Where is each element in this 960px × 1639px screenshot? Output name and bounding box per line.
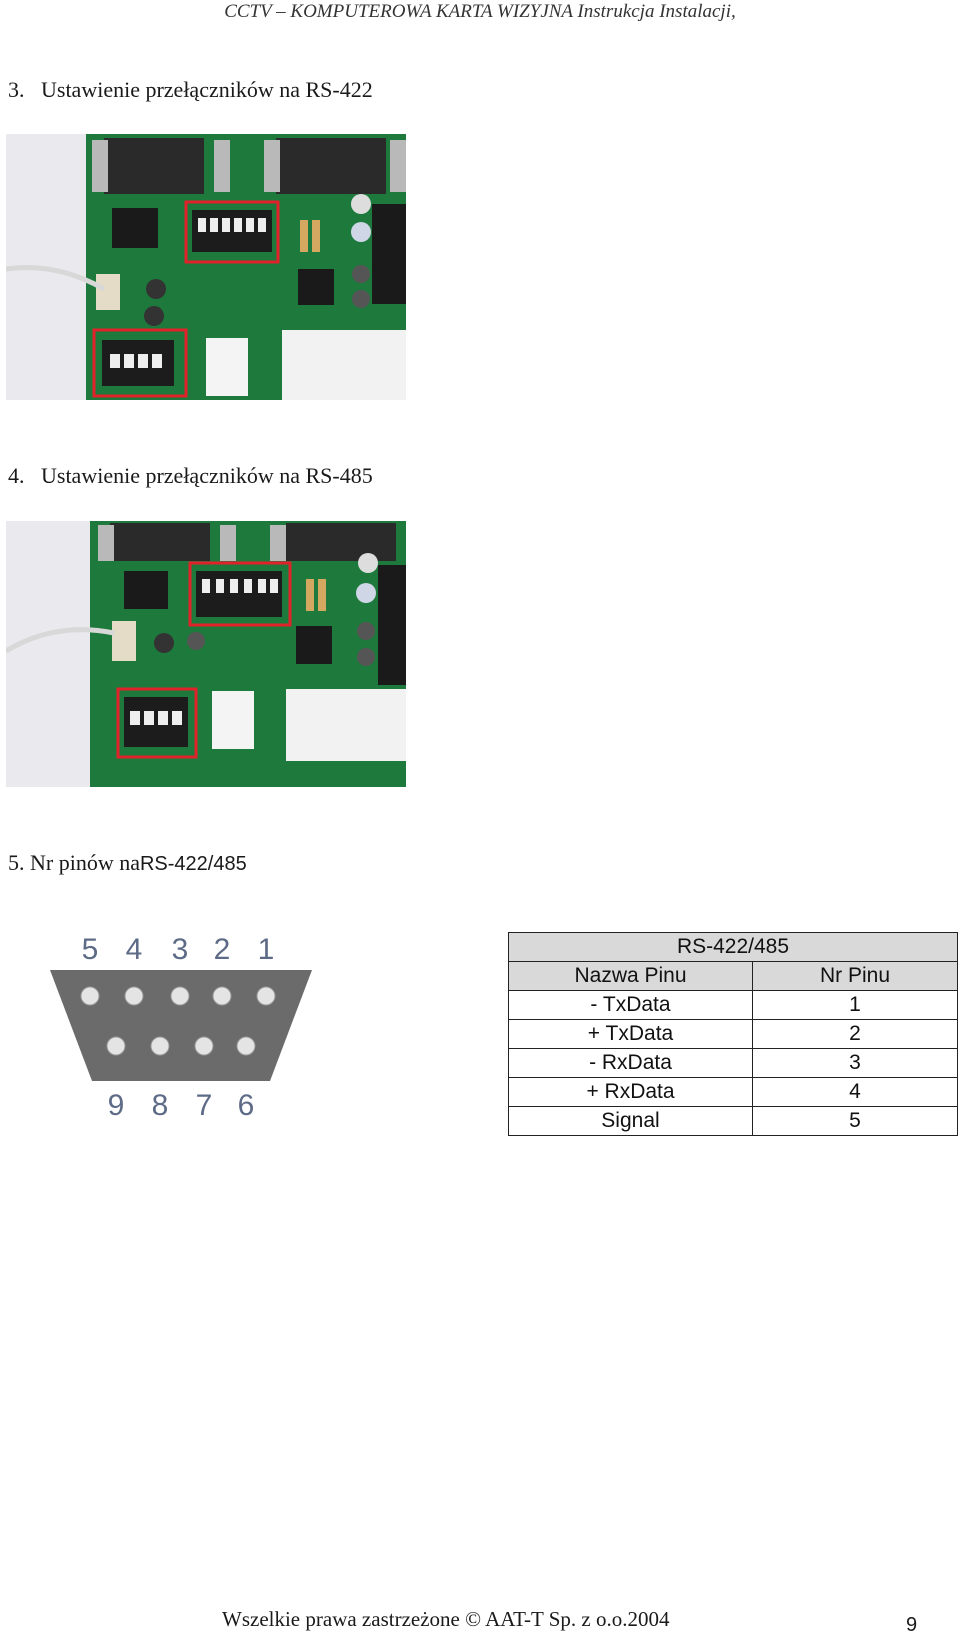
pcb-illustration-rs422 xyxy=(6,134,406,400)
table-header-pin-number: Nr Pinu xyxy=(752,961,958,991)
pin-name-cell: - RxData xyxy=(508,1048,753,1078)
pin-hole xyxy=(194,1036,214,1056)
pin-label-6: 6 xyxy=(238,1089,255,1122)
section-5-prefix: 5. Nr pinów na xyxy=(8,850,140,875)
section-4-heading: 4. Ustawienie przełączników na RS-485 xyxy=(8,462,373,490)
pin-label-5: 5 xyxy=(82,933,99,966)
page-number: 9 xyxy=(906,1614,918,1636)
pin-number-cell: 3 xyxy=(752,1048,958,1078)
running-header: CCTV – KOMPUTEROWA KARTA WIZYJNA Instruk… xyxy=(224,1,736,22)
pin-number-cell: 5 xyxy=(752,1106,958,1136)
rs485-switch-photo xyxy=(6,521,406,787)
section-4-title: Ustawienie przełączników na RS-485 xyxy=(41,463,373,488)
table-row: Signal 5 xyxy=(508,1106,958,1136)
section-5-suffix: RS-422/485 xyxy=(139,853,247,875)
pin-hole xyxy=(150,1036,170,1056)
table-row: + RxData 4 xyxy=(508,1077,958,1107)
pin-number-cell: 1 xyxy=(752,990,958,1020)
pin-label-3: 3 xyxy=(172,933,189,966)
pin-number-cell: 2 xyxy=(752,1019,958,1049)
pin-hole xyxy=(256,986,276,1006)
rs422-switch-photo xyxy=(6,134,406,400)
pin-hole xyxy=(106,1036,126,1056)
pin-name-cell: - TxData xyxy=(508,990,753,1020)
pinout-table: RS-422/485 Nazwa Pinu Nr Pinu - TxData 1… xyxy=(508,932,958,1136)
table-header-pin-name: Nazwa Pinu xyxy=(508,961,753,991)
section-4-number: 4. xyxy=(8,463,25,488)
pin-number-cell: 4 xyxy=(752,1077,958,1107)
pin-hole xyxy=(170,986,190,1006)
db9-connector-diagram: 5 4 3 2 1 9 8 7 6 xyxy=(40,925,320,1130)
pin-hole xyxy=(236,1036,256,1056)
pin-label-1: 1 xyxy=(258,933,275,966)
section-3-number: 3. xyxy=(8,77,25,102)
table-row: - RxData 3 xyxy=(508,1048,958,1078)
pin-label-9: 9 xyxy=(108,1089,125,1122)
section-3-title: Ustawienie przełączników na RS-422 xyxy=(41,77,373,102)
table-row: + TxData 2 xyxy=(508,1019,958,1049)
pcb-illustration-rs485 xyxy=(6,521,406,787)
pin-label-4: 4 xyxy=(126,933,143,966)
pin-label-7: 7 xyxy=(196,1089,213,1122)
pin-name-cell: Signal xyxy=(508,1106,753,1136)
pin-hole xyxy=(212,986,232,1006)
section-3-heading: 3. Ustawienie przełączników na RS-422 xyxy=(8,76,373,104)
pin-name-cell: + RxData xyxy=(508,1077,753,1107)
table-title: RS-422/485 xyxy=(508,932,958,962)
db9-connector-svg: 5 4 3 2 1 9 8 7 6 xyxy=(50,933,312,1122)
table-row: - TxData 1 xyxy=(508,990,958,1020)
pin-label-2: 2 xyxy=(214,933,231,966)
footer-copyright: Wszelkie prawa zastrzeżone © AAT-T Sp. z… xyxy=(222,1607,670,1631)
pin-label-8: 8 xyxy=(152,1089,169,1122)
pin-name-cell: + TxData xyxy=(508,1019,753,1049)
section-5-heading: 5. Nr pinów naRS-422/485 xyxy=(8,849,247,878)
pin-hole xyxy=(124,986,144,1006)
pin-hole xyxy=(80,986,100,1006)
